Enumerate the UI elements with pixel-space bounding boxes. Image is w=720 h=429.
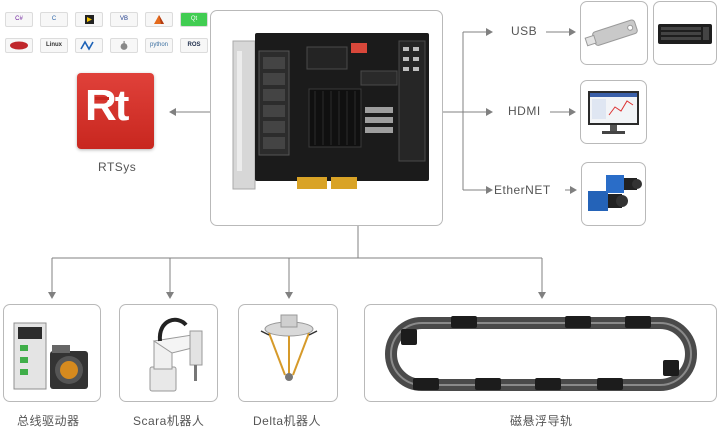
- qt-logo: Qt: [180, 12, 208, 27]
- scara-robot-image: [149, 317, 203, 392]
- matlab-logo: [145, 12, 173, 27]
- delta-robot-image: [260, 314, 318, 381]
- apple-logo: [110, 38, 138, 53]
- maglev-label: 磁悬浮导轨: [510, 414, 573, 428]
- servo-drive-image: [13, 322, 88, 390]
- usb-drive-image: [584, 19, 638, 47]
- ethernet-label: EtherNET: [494, 183, 551, 197]
- maglev-frame: [364, 304, 717, 402]
- usb-label: USB: [511, 24, 538, 38]
- industrial-camera-image: [588, 175, 642, 211]
- rtsys-logo-dots: [95, 97, 109, 100]
- camera-frame: [581, 162, 646, 226]
- rtsys-logo-text: Rt: [85, 81, 129, 130]
- vb-logo: VB: [110, 12, 138, 27]
- motion-card-frame: [210, 10, 443, 226]
- delta-label: Delta机器人: [253, 414, 322, 428]
- scara-label: Scara机器人: [133, 414, 205, 428]
- usb-drive-frame: [580, 1, 648, 65]
- motion-control-card-image: [232, 33, 429, 190]
- linux-logo: Linux: [40, 38, 68, 53]
- labview-logo: [75, 12, 103, 27]
- hdmi-label: HDMI: [508, 104, 541, 118]
- c-logo: C: [40, 12, 68, 27]
- rtsys-logo: Rt: [77, 73, 154, 149]
- python-logo: python: [145, 38, 173, 53]
- rtsys-label: RTSys: [98, 160, 137, 174]
- scara-frame: [119, 304, 218, 402]
- monitor-frame: [580, 80, 647, 144]
- monitor-image: [588, 91, 639, 134]
- keyboard-frame: [653, 1, 717, 65]
- maglev-track-image: [385, 316, 697, 391]
- csharp-logo: C#: [5, 12, 33, 27]
- ros-logo: ROS: [180, 38, 208, 53]
- delta-frame: [238, 304, 338, 402]
- keyboard-image: [658, 24, 712, 44]
- dotnet-logo: [75, 38, 103, 53]
- servo-drive-frame: [3, 304, 101, 402]
- servo-label: 总线驱动器: [17, 414, 80, 428]
- delphi-logo: [5, 38, 33, 53]
